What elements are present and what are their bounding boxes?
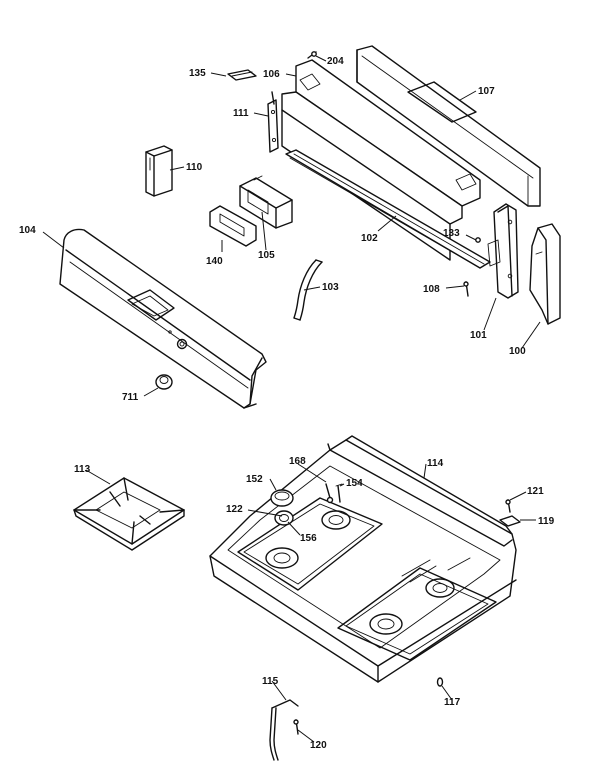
part-140-control-overlay bbox=[209, 205, 257, 247]
callout-154: 154 bbox=[346, 478, 363, 489]
part-154-electrode bbox=[335, 483, 343, 503]
callout-labels: 204 135 106 107 111 110 104 140 105 102 … bbox=[19, 56, 555, 751]
callout-156: 156 bbox=[300, 533, 317, 544]
callout-168: 168 bbox=[289, 456, 306, 467]
callout-106: 106 bbox=[263, 69, 280, 80]
part-110-switch-block bbox=[145, 145, 173, 197]
part-106-rear-frame bbox=[281, 59, 481, 261]
callout-120: 120 bbox=[310, 740, 327, 751]
part-108-screw bbox=[463, 281, 469, 297]
part-117-screw bbox=[436, 677, 444, 687]
callout-102: 102 bbox=[361, 233, 378, 244]
part-168-igniter bbox=[325, 483, 334, 504]
callout-107: 107 bbox=[478, 86, 495, 97]
callout-119: 119 bbox=[538, 516, 555, 527]
part-111-end-bracket bbox=[267, 91, 279, 153]
part-115-bracket-rod bbox=[269, 699, 299, 761]
part-204-screw bbox=[307, 51, 317, 59]
callout-133: 133 bbox=[443, 228, 460, 239]
part-101-end-cap bbox=[487, 203, 519, 299]
callout-115: 115 bbox=[262, 676, 279, 687]
callout-204: 204 bbox=[327, 56, 344, 67]
callout-103: 103 bbox=[322, 282, 339, 293]
callout-122: 122 bbox=[226, 504, 243, 515]
callout-711: 711 bbox=[122, 392, 139, 403]
part-104-control-panel bbox=[59, 228, 267, 409]
part-114-cooktop bbox=[209, 435, 517, 683]
burner-ring-left-rear bbox=[321, 510, 351, 530]
callout-101: 101 bbox=[470, 330, 487, 341]
part-135-clip bbox=[227, 69, 257, 81]
part-107-backsplash-cover bbox=[356, 45, 541, 207]
callout-114: 114 bbox=[427, 458, 444, 469]
callout-105: 105 bbox=[258, 250, 275, 261]
part-113-burner-grate bbox=[73, 477, 185, 551]
callout-121: 121 bbox=[527, 486, 544, 497]
leader-lines bbox=[42, 55, 541, 743]
part-119-clip bbox=[499, 515, 521, 527]
callout-111: 111 bbox=[233, 108, 249, 119]
part-121-screw bbox=[505, 499, 511, 513]
part-156-burner-head bbox=[274, 510, 294, 526]
callout-152: 152 bbox=[246, 474, 263, 485]
part-103-wire-tube bbox=[293, 259, 323, 321]
callout-104: 104 bbox=[19, 225, 36, 236]
callout-110: 110 bbox=[186, 162, 203, 173]
part-105-electronic-control bbox=[239, 175, 293, 229]
burner-ring-right-front bbox=[369, 613, 403, 635]
part-120-screw bbox=[293, 719, 299, 735]
callout-117: 117 bbox=[444, 697, 461, 708]
callout-108: 108 bbox=[423, 284, 440, 295]
part-152-burner-cap bbox=[270, 489, 294, 507]
part-711-knob bbox=[155, 374, 173, 390]
burner-ring-right-rear bbox=[425, 578, 455, 598]
callout-135: 135 bbox=[189, 68, 206, 79]
callout-140: 140 bbox=[206, 256, 223, 267]
callout-100: 100 bbox=[509, 346, 526, 357]
part-133-screw bbox=[475, 237, 481, 243]
burner-ring-left-front bbox=[265, 547, 299, 569]
callout-113: 113 bbox=[74, 464, 91, 475]
part-100-side-trim bbox=[529, 223, 561, 325]
